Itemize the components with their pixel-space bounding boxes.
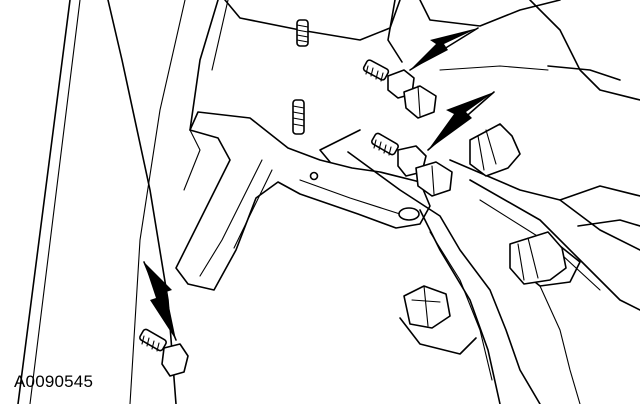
stud-lower bbox=[292, 99, 305, 135]
mounting-bracket bbox=[175, 111, 431, 291]
bushing-sleeve-upper bbox=[469, 123, 521, 177]
arrow-upper bbox=[409, 27, 479, 71]
control-arm bbox=[319, 129, 640, 404]
bolt-middle bbox=[371, 132, 453, 197]
lower-nut bbox=[399, 285, 477, 355]
body-panel bbox=[17, 0, 229, 404]
upper-frame bbox=[224, 0, 640, 101]
stud-upper bbox=[296, 19, 309, 47]
arrow-middle bbox=[427, 91, 495, 151]
figure-id-label: A0090545 bbox=[14, 372, 94, 391]
bushing-sleeve-lower bbox=[509, 231, 567, 285]
bolt-upper bbox=[362, 59, 437, 119]
bolt-lower-left bbox=[139, 328, 189, 377]
arrow-lower-left bbox=[143, 261, 177, 341]
